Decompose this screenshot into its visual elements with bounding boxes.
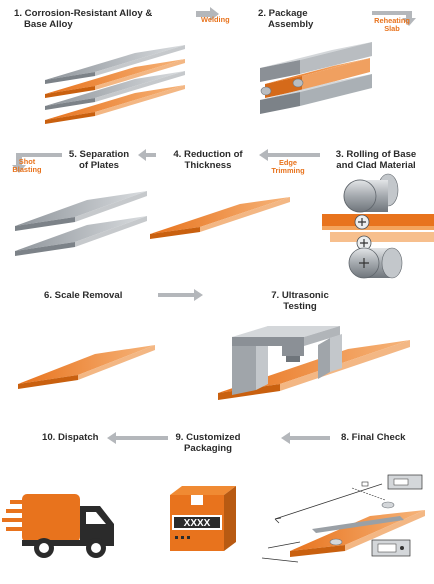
step-2-title: 2. Package Assembly xyxy=(258,8,313,30)
step-5-line1: 5. Separation xyxy=(68,149,130,160)
step9-package-box: XXXX xyxy=(170,486,236,551)
tag-edge-line1: Edge xyxy=(278,158,298,167)
step5-plates xyxy=(15,191,147,256)
arrow-7-to-8 xyxy=(281,432,330,444)
step-9-title: 9. Customized Packaging xyxy=(168,432,248,454)
step6-plate xyxy=(18,345,155,389)
tag-shot-line2: Blasting xyxy=(12,165,42,174)
step3-rolling xyxy=(322,173,434,279)
step-2-line1: 2. Package xyxy=(258,8,308,19)
step-1-line2: Base Alloy xyxy=(24,19,73,30)
step-6-title: 6. Scale Removal xyxy=(44,290,122,301)
package-label-text: XXXX xyxy=(184,518,211,529)
tag-edge-line2: Trimming xyxy=(271,166,305,175)
arrow-4-to-5 xyxy=(138,149,156,161)
step-10-line1: 10. Dispatch xyxy=(42,432,99,443)
tag-shot-blasting: Shot Blasting xyxy=(4,158,50,174)
step2-package xyxy=(260,42,372,114)
step-7-line2: Testing xyxy=(283,301,317,312)
tag-edge-trimming: Edge Trimming xyxy=(264,159,312,175)
step-4-line1: 4. Reduction of xyxy=(173,149,243,160)
step-8-line1: 8. Final Check xyxy=(341,432,406,443)
tag-shot-line1: Shot xyxy=(18,157,36,166)
step-6-line1: 6. Scale Removal xyxy=(44,290,123,301)
tag-reheating-slab: Reheating Slab xyxy=(364,17,420,33)
step-5-line2: of Plates xyxy=(79,160,119,171)
step-7-line1: 7. Ultrasonic xyxy=(271,290,329,301)
tag-reheating-line2: Slab xyxy=(384,24,400,33)
step-3-title: 3. Rolling of Base and Clad Material xyxy=(322,149,430,171)
step10-truck xyxy=(2,494,114,558)
step-10-title: 10. Dispatch xyxy=(42,432,99,443)
arrow-1-to-2 xyxy=(196,7,219,21)
flow-arrows xyxy=(12,7,416,444)
step8-final-check xyxy=(261,474,425,563)
arrow-2-to-3 xyxy=(372,11,416,26)
arrow-9-to-10 xyxy=(107,432,168,444)
step-1-line1: 1. Corrosion-Resistant Alloy & xyxy=(14,8,153,19)
step-1-title: 1. Corrosion-Resistant Alloy & Base Allo… xyxy=(14,8,152,30)
step-3-line2: and Clad Material xyxy=(336,160,416,171)
arrow-6-to-7 xyxy=(158,289,203,301)
step-4-title: 4. Reduction of Thickness xyxy=(168,149,248,171)
tag-welding: Welding xyxy=(201,16,230,24)
step-4-line2: Thickness xyxy=(184,160,232,171)
arrow-5-to-6 xyxy=(12,153,62,173)
step-3-line1: 3. Rolling of Base xyxy=(335,149,417,160)
step-7-title: 7. Ultrasonic Testing xyxy=(260,290,340,312)
step-2-line2: Assembly xyxy=(268,19,314,30)
step7-ultrasonic xyxy=(218,326,410,400)
step-9-line2: Packaging xyxy=(184,443,232,454)
tag-welding-line1: Welding xyxy=(201,15,230,24)
step1-stacked-plates xyxy=(45,45,185,124)
tag-reheating-line1: Reheating xyxy=(374,16,410,25)
step-5-title: 5. Separation of Plates xyxy=(60,149,138,171)
step-8-title: 8. Final Check xyxy=(341,432,406,443)
arrow-3-to-4 xyxy=(259,149,320,161)
step-9-line1: 9. Customized xyxy=(175,432,241,443)
step4-plate xyxy=(150,197,290,239)
